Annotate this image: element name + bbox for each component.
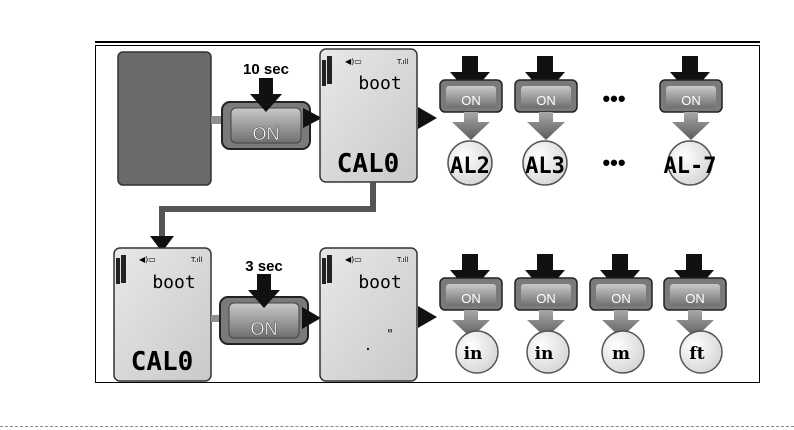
on-label: ON: [253, 124, 280, 144]
sequence-value: AL2: [450, 154, 490, 179]
unit-step-2: ON in: [515, 254, 577, 373]
svg-text:ON: ON: [536, 93, 556, 108]
unit-step-3: ON m: [590, 254, 652, 373]
press-time-3s: 3 sec: [245, 258, 283, 275]
lcd-display-result: ◀)▭ T.ıll boot " .: [320, 248, 417, 381]
right-arrow-icon: [302, 307, 321, 329]
lcd-code: CAL0: [131, 347, 194, 377]
sequence-step-1: ON AL2: [440, 56, 502, 185]
svg-text:◀)▭: ◀)▭: [345, 57, 362, 66]
right-arrow-icon: [303, 108, 322, 128]
lcd-display: ◀)▭ T.ıll boot CAL0: [114, 248, 211, 381]
unit-label: in: [464, 344, 483, 364]
svg-text:ON: ON: [536, 291, 556, 306]
sequence-step-last: ON AL-7: [660, 56, 722, 185]
lcd-display: ◀)▭ T.ıll boot CAL0: [320, 49, 417, 182]
svg-text:T.ıll: T.ıll: [396, 256, 409, 264]
unit-label: ft: [689, 344, 704, 364]
lcd-word: boot: [358, 272, 401, 293]
unit-label: in: [535, 344, 554, 364]
right-arrow-icon: [418, 107, 437, 129]
unit-step-4: ON ft: [664, 254, 726, 373]
svg-text:ON: ON: [461, 291, 481, 306]
lcd-word: boot: [358, 73, 401, 94]
svg-text:T.ıll: T.ıll: [190, 256, 203, 264]
down-arrow-icon: [452, 112, 490, 140]
svg-text:◀)▭: ◀)▭: [345, 255, 362, 264]
on-label: ON: [251, 319, 278, 339]
decimal-dot: .: [364, 338, 372, 354]
lcd-word: boot: [152, 272, 195, 293]
svg-text:ON: ON: [461, 93, 481, 108]
unit-mark: ": [386, 327, 393, 341]
device-body: [118, 52, 211, 185]
sequence-value: AL-7: [664, 154, 717, 179]
svg-text:ON: ON: [685, 291, 705, 306]
ellipsis: •••: [602, 86, 625, 111]
right-arrow-icon: [418, 306, 437, 328]
svg-text:◀)▭: ◀)▭: [139, 255, 156, 264]
down-arrow-icon: [672, 112, 710, 140]
down-arrow-icon: [527, 112, 565, 140]
svg-text:ON: ON: [681, 93, 701, 108]
lcd-code: CAL0: [337, 149, 400, 179]
unit-step-1: ON in: [440, 254, 502, 373]
connector-path: [162, 182, 373, 238]
ellipsis: •••: [602, 150, 625, 175]
svg-text:ON: ON: [611, 291, 631, 306]
sequence-value: AL3: [525, 154, 565, 179]
press-time-10s: 10 sec: [243, 61, 289, 78]
unit-label: m: [612, 344, 630, 364]
svg-text:T.ıll: T.ıll: [396, 58, 409, 66]
sequence-step-2: ON AL3: [515, 56, 577, 185]
